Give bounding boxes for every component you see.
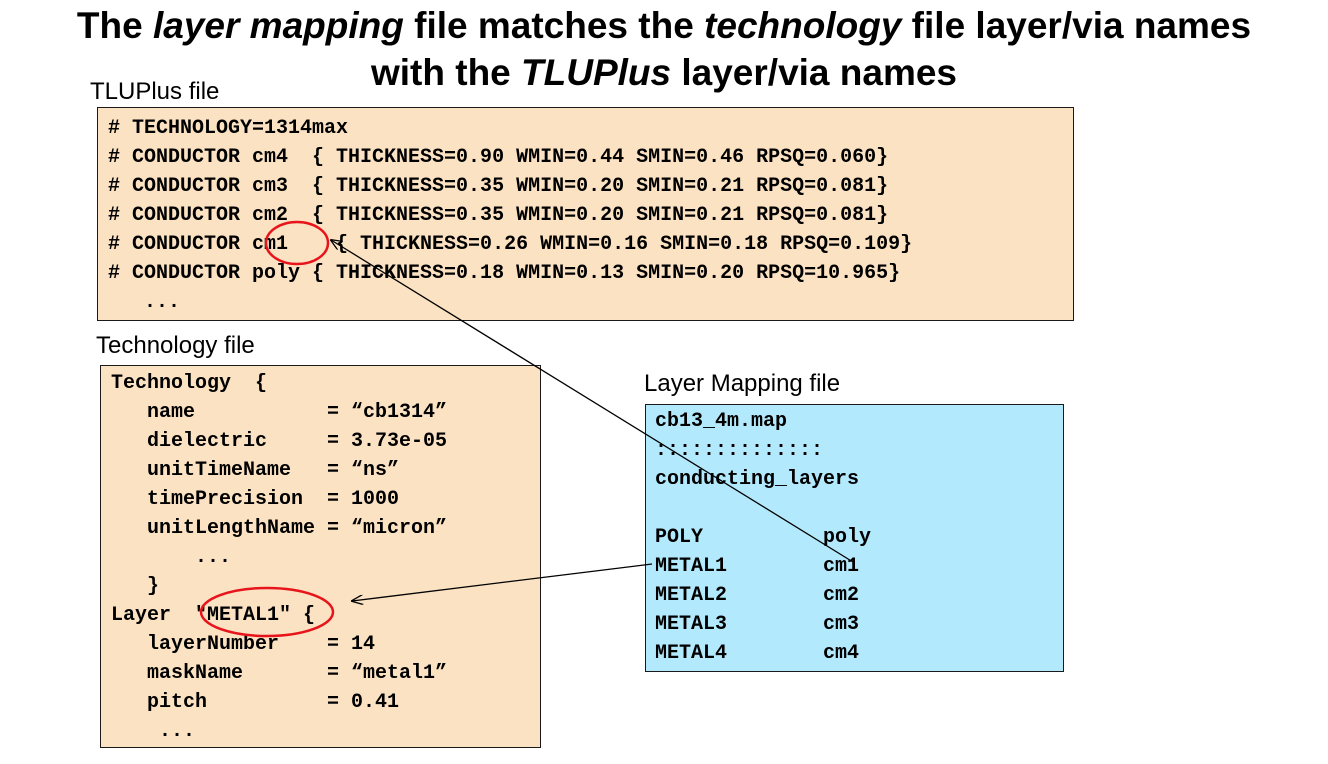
technology-code-line: Layer "METAL1" { <box>111 604 316 627</box>
tluplus-file-label: TLUPlus file <box>90 78 220 105</box>
technology-code-line: dielectric = 3.73e-05 <box>111 430 448 453</box>
tluplus-code: # TECHNOLOGY=1314max # CONDUCTOR cm4 { TH… <box>108 114 912 317</box>
technology-code-line: layerNumber = 14 <box>111 633 376 656</box>
tluplus-code-line: # TECHNOLOGY=1314max <box>108 117 349 140</box>
title-text: file matches the <box>403 5 705 46</box>
technology-code-line: unitLengthName = “micron” <box>111 517 448 540</box>
mapping-code-line: conducting_layers <box>655 468 860 491</box>
mapping-code-line: METAL4 cm4 <box>655 642 860 665</box>
mapping-code-line: METAL3 cm3 <box>655 613 860 636</box>
technology-code-line: unitTimeName = “ns” <box>111 459 400 482</box>
tluplus-code-line: ... <box>108 291 181 314</box>
tluplus-code-line: # CONDUCTOR poly { THICKNESS=0.18 WMIN=0… <box>108 262 901 285</box>
technology-code-line: Technology { <box>111 372 268 395</box>
tluplus-code-line: # CONDUCTOR cm4 { THICKNESS=0.90 WMIN=0.… <box>108 146 889 169</box>
technology-file-label: Technology file <box>96 332 255 359</box>
title-emphasis-tluplus: TLUPlus <box>521 52 672 93</box>
title-text: with the <box>370 52 522 93</box>
tluplus-code-line: # CONDUCTOR cm2 { THICKNESS=0.35 WMIN=0.… <box>108 204 889 227</box>
tluplus-file-box <box>97 107 1074 321</box>
title-text: The <box>76 5 153 46</box>
arrow-map-cm1-to-tluplus-cm1 <box>331 240 854 563</box>
technology-code-line: ... <box>111 720 196 743</box>
tluplus-code-line: # CONDUCTOR cm1 { THICKNESS=0.26 WMIN=0.… <box>108 233 913 256</box>
technology-code-line: ... <box>111 546 232 569</box>
slide-title-line-1: The layer mapping file matches the techn… <box>0 2 1328 49</box>
mapping-code-line: :::::::::::::: <box>655 439 824 462</box>
technology-code-line: name = “cb1314” <box>111 401 448 424</box>
mapping-code-line: POLY poly <box>655 526 872 549</box>
mapping-code-line: METAL2 cm2 <box>655 584 860 607</box>
highlight-ellipse-metal1 <box>199 586 335 638</box>
mapping-code-line: cb13_4m.map <box>655 410 788 433</box>
layer-mapping-file-label: Layer Mapping file <box>644 370 841 397</box>
technology-code-line: maskName = “metal1” <box>111 662 448 685</box>
technology-code: Technology { name = “cb1314” dielectric … <box>111 369 447 746</box>
technology-code-line: } <box>111 575 160 598</box>
title-emphasis-technology: technology <box>704 5 902 46</box>
technology-file-box <box>100 365 541 748</box>
title-text: file layer/via names <box>901 5 1252 46</box>
slide-title-line-2: with the TLUPlus layer/via names <box>0 49 1328 96</box>
layer-mapping-code: cb13_4m.map::::::::::::::conducting_laye… <box>655 407 871 668</box>
layer-mapping-file-box <box>645 404 1064 672</box>
title-emphasis-layer-mapping: layer mapping <box>152 5 404 46</box>
technology-code-line: timePrecision = 1000 <box>111 488 400 511</box>
arrow-map-metal1-to-tech-metal1 <box>352 563 653 601</box>
highlight-ellipse-cm1 <box>264 220 330 266</box>
title-text: layer/via names <box>671 52 958 93</box>
technology-code-line: pitch = 0.41 <box>111 691 400 714</box>
tluplus-code-line: # CONDUCTOR cm3 { THICKNESS=0.35 WMIN=0.… <box>108 175 889 198</box>
